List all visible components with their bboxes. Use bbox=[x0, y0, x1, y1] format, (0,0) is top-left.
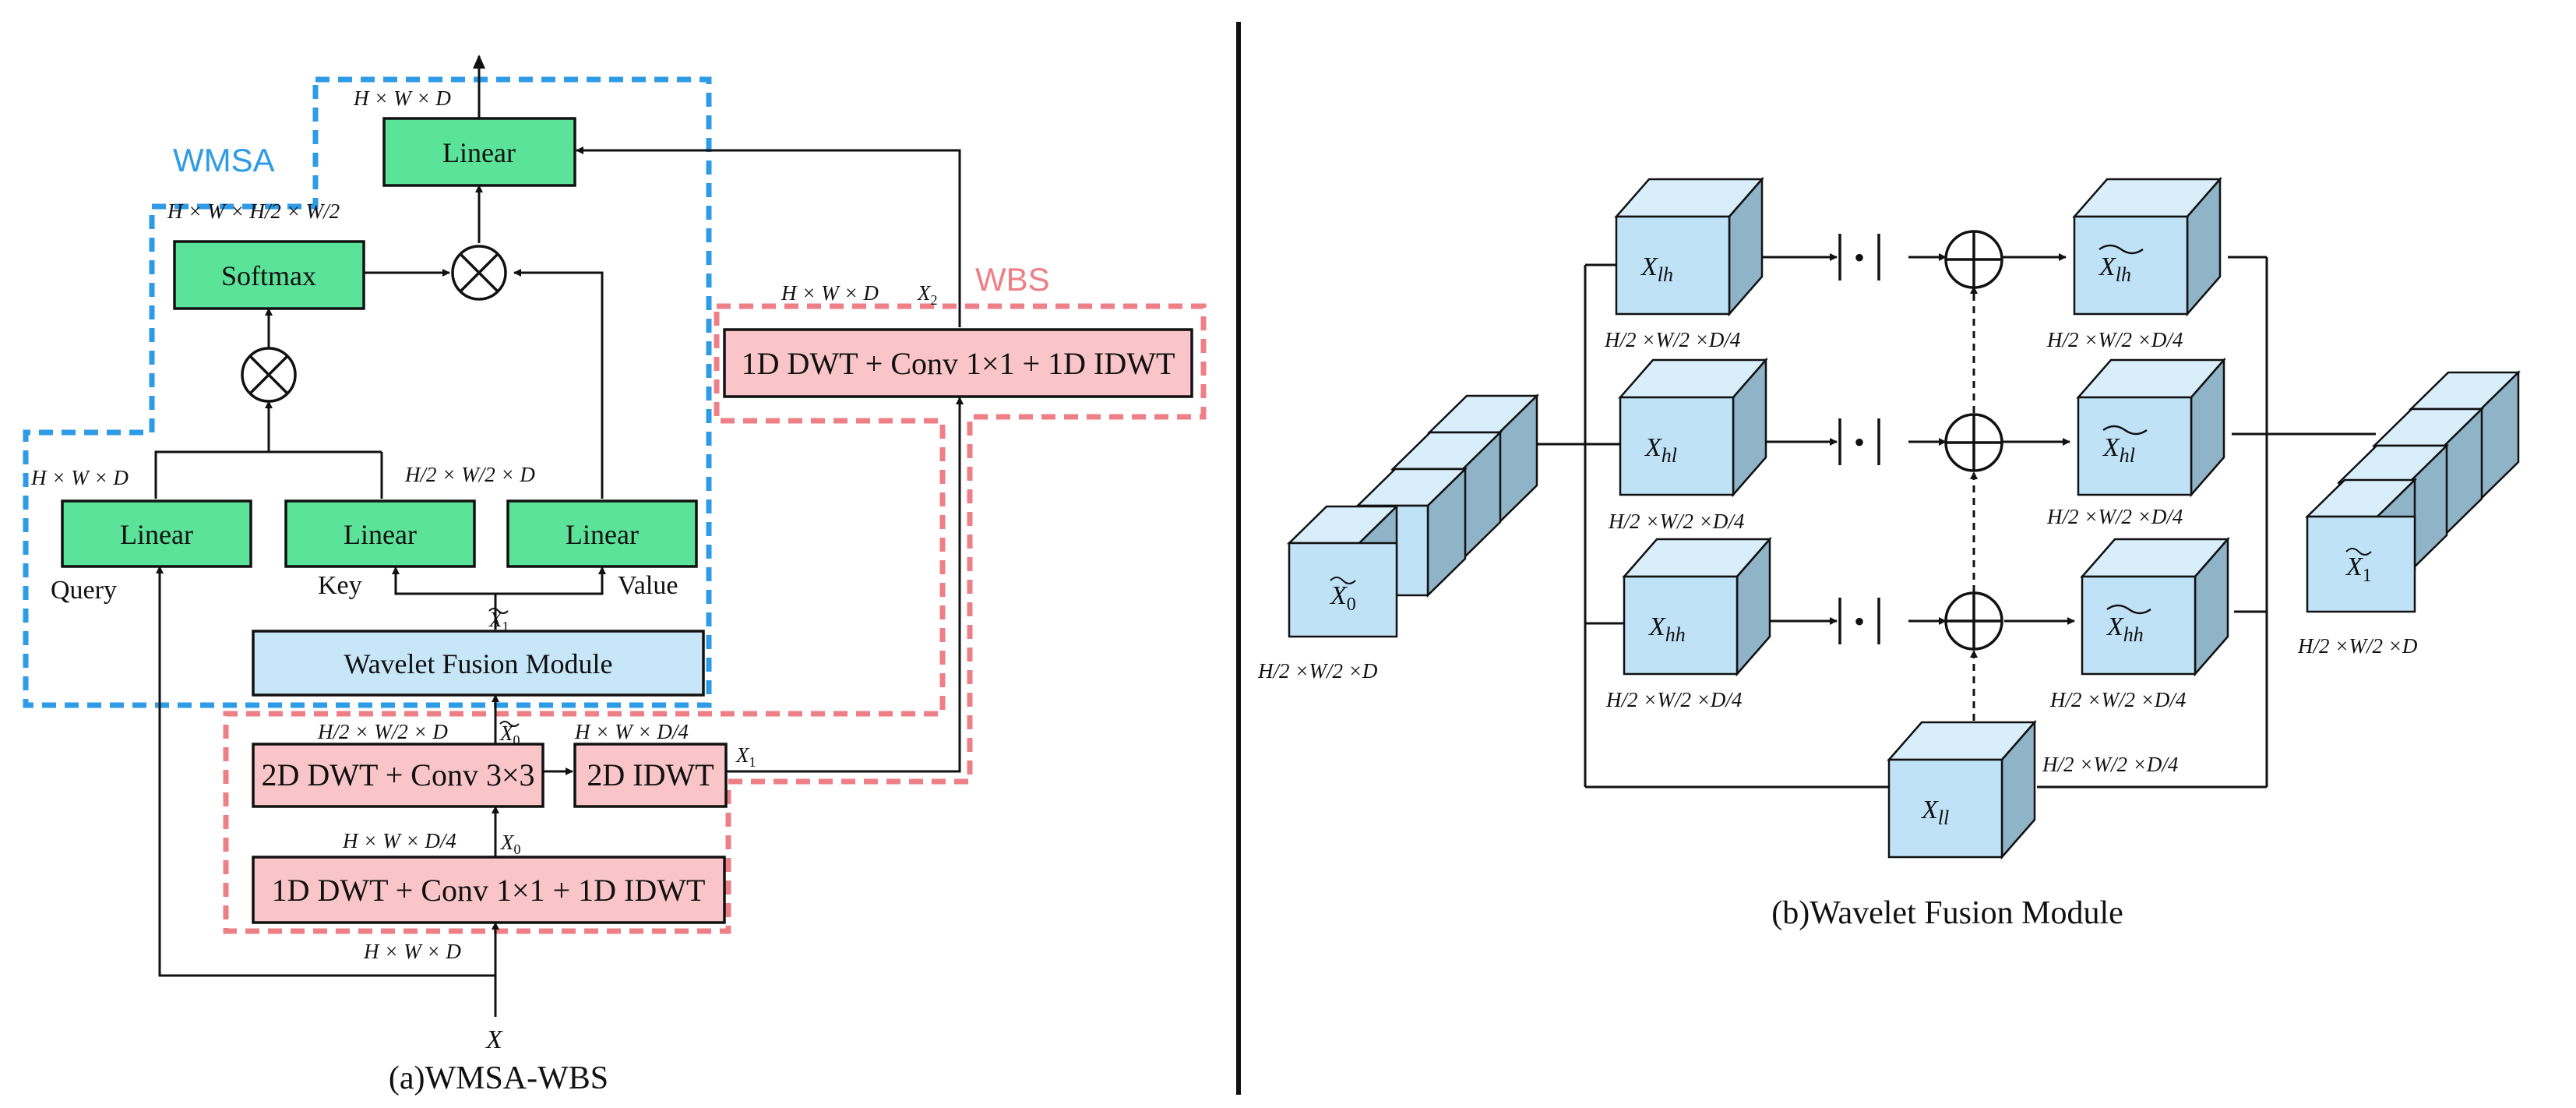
dim-wbs-out: H × W × D bbox=[781, 281, 879, 305]
svg-text:•: • bbox=[1854, 240, 1865, 275]
value-label: Value bbox=[618, 571, 678, 600]
softmax-label: Softmax bbox=[221, 260, 316, 291]
svg-text:•: • bbox=[1854, 425, 1865, 460]
cube-x-lh: Xlh bbox=[1614, 176, 1764, 317]
symbol-x0: X0 bbox=[500, 831, 521, 857]
linear-value-label: Linear bbox=[566, 519, 639, 550]
caption-a: (a)WMSA-WBS bbox=[389, 1060, 608, 1096]
svg-text:Xlh: Xlh bbox=[2098, 252, 2131, 286]
stack-x0-tilde-dim: H/2 ×W/2 ×D bbox=[1257, 659, 1378, 683]
panel-wmsa-wbs: WMSA WBS bbox=[23, 55, 1207, 1096]
linear-top-label: Linear bbox=[442, 137, 516, 168]
cube-x-hh-out-dim: H/2 ×W/2 ×D/4 bbox=[2049, 688, 2186, 711]
svg-text:X1: X1 bbox=[488, 608, 509, 634]
svg-text:Xll: Xll bbox=[1920, 796, 1949, 829]
cube-x-lh-dim: H/2 ×W/2 ×D/4 bbox=[1604, 328, 1740, 351]
stack-x1-tilde: X1 H/2 ×W/2 ×D bbox=[2297, 370, 2521, 658]
dim-kv-in: H/2 × W/2 × D bbox=[404, 463, 535, 486]
cube-x-ll-dim: H/2 ×W/2 ×D/4 bbox=[2042, 753, 2178, 776]
svg-text:X0: X0 bbox=[1329, 581, 1356, 615]
softmax-box bbox=[173, 240, 365, 310]
svg-text:X1: X1 bbox=[2345, 552, 2372, 586]
wmsa-region-border bbox=[23, 76, 712, 708]
idwt2d-label: 2D IDWT bbox=[587, 757, 714, 792]
abs-operator-hl: • bbox=[1838, 418, 1880, 465]
input-x-label: X bbox=[485, 1025, 503, 1054]
symbol-x2: X2 bbox=[917, 281, 938, 308]
cube-x-hl-dim: H/2 ×W/2 ×D/4 bbox=[1608, 510, 1744, 533]
cube-x-lh-out: Xlh bbox=[2072, 176, 2222, 317]
dim-x0-tilde: H/2 × W/2 × D bbox=[317, 720, 448, 743]
stack-x1-tilde-dim: H/2 ×W/2 ×D bbox=[2297, 634, 2418, 658]
stack-x0-tilde: X0 H/2 ×W/2 ×D bbox=[1257, 393, 1540, 683]
wbs-title: WBS bbox=[975, 261, 1050, 298]
dwt1d-bottom-box bbox=[252, 856, 726, 924]
dim-query-in: H × W × D bbox=[30, 466, 129, 489]
cube-x-lh-out-dim: H/2 ×W/2 ×D/4 bbox=[2046, 328, 2183, 351]
dwt2d-conv-box bbox=[252, 743, 544, 808]
abs-operator-hh: • bbox=[1838, 598, 1880, 644]
query-label: Query bbox=[51, 576, 117, 605]
svg-text:Xhh: Xhh bbox=[1647, 612, 1686, 646]
dim-attention: H × W × H/2 × W/2 bbox=[167, 199, 340, 223]
dwt1d-bottom-label: 1D DWT + Conv 1×1 + 1D IDWT bbox=[272, 873, 706, 908]
panel-a-wires bbox=[154, 55, 964, 1017]
linear-key-box bbox=[284, 499, 476, 568]
linear-key-label: Linear bbox=[344, 519, 417, 550]
wavelet-fusion-box bbox=[252, 630, 705, 697]
svg-text:Xlh: Xlh bbox=[1640, 252, 1673, 286]
add-circle-hh bbox=[1944, 591, 2003, 651]
caption-b: (b)Wavelet Fusion Module bbox=[1771, 895, 2123, 931]
dim-idwt-out: H × W × D/4 bbox=[574, 720, 689, 743]
panel-wavelet-fusion: • • • bbox=[1257, 176, 2521, 931]
svg-text:X0: X0 bbox=[499, 722, 520, 748]
linear-query-label: Linear bbox=[120, 519, 193, 550]
add-circle-hl bbox=[1944, 413, 2003, 472]
wmsa-title: WMSA bbox=[173, 142, 275, 178]
cube-x-hh: Xhh bbox=[1622, 536, 1772, 677]
dim-x0: H × W × D/4 bbox=[342, 829, 456, 852]
dwt1d-right-label: 1D DWT + Conv 1×1 + 1D IDWT bbox=[742, 346, 1175, 381]
symbol-x1: X1 bbox=[735, 743, 756, 770]
linear-top-box bbox=[382, 117, 576, 187]
multiply-qk-cross bbox=[248, 355, 289, 395]
multiply-top-cross bbox=[459, 252, 499, 293]
svg-text:Xhl: Xhl bbox=[2102, 433, 2135, 467]
linear-value-box bbox=[506, 499, 698, 568]
cube-x-ll: Xll bbox=[1887, 719, 2037, 860]
wbs-region-border bbox=[223, 303, 1207, 934]
dwt2d-conv-label: 2D DWT + Conv 3×3 bbox=[261, 757, 534, 792]
cube-x-hl-out: Xhl bbox=[2076, 357, 2226, 498]
linear-query-box bbox=[61, 499, 252, 568]
wavelet-fusion-label: Wavelet Fusion Module bbox=[344, 648, 612, 679]
dwt1d-right-box bbox=[723, 328, 1193, 398]
key-label: Key bbox=[318, 571, 362, 600]
abs-operator-lh: • bbox=[1838, 234, 1880, 281]
panel-b-wires bbox=[1537, 253, 2376, 789]
cube-x-hl: Xhl bbox=[1618, 357, 1768, 498]
svg-text:Xhl: Xhl bbox=[1644, 433, 1677, 467]
dim-output: H × W × D bbox=[353, 86, 451, 110]
symbol-x0-tilde: X0 bbox=[499, 721, 520, 748]
dim-input: H × W × D bbox=[363, 940, 461, 963]
cube-x-hh-out: Xhh bbox=[2080, 536, 2230, 677]
svg-text:•: • bbox=[1854, 604, 1865, 639]
svg-text:Xhh: Xhh bbox=[2106, 612, 2144, 646]
idwt2d-box bbox=[573, 743, 728, 808]
cube-x-hh-dim: H/2 ×W/2 ×D/4 bbox=[1605, 688, 1742, 711]
add-circle-lh bbox=[1944, 230, 2003, 289]
symbol-x1-tilde: X1 bbox=[488, 608, 509, 634]
cube-x-hl-out-dim: H/2 ×W/2 ×D/4 bbox=[2046, 505, 2183, 528]
